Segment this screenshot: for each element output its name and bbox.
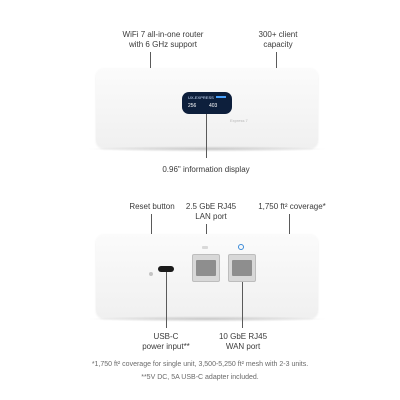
- usbc-leader: [166, 272, 167, 328]
- usbc-label: USB-C power input**: [142, 332, 190, 351]
- clients-leader: [276, 52, 277, 68]
- wan-port-label: 10 GbE RJ45 WAN port: [218, 332, 268, 351]
- wan-globe-icon: [238, 244, 244, 250]
- wan-port[interactable]: [228, 254, 256, 282]
- power-footnote: **5V DC, 5A USB-C adapter included.: [141, 374, 259, 381]
- display-label: 0.96" information display: [162, 165, 250, 174]
- display-right-value: 403: [209, 103, 218, 109]
- wifi7-label: WiFi 7 all-in-one router with 6 GHz supp…: [122, 30, 204, 49]
- display-accent-bar: [216, 96, 226, 98]
- reset-label: Reset button: [129, 202, 175, 211]
- router-back-view: [96, 234, 318, 318]
- usb-c-port[interactable]: [158, 266, 174, 272]
- wifi7-leader: [150, 52, 151, 68]
- lan-port-label: 2.5 GbE RJ45 LAN port: [185, 202, 237, 221]
- display-top-line: UX-EXPRESS: [188, 95, 214, 100]
- wan-leader: [242, 282, 243, 328]
- top-device-shadow: [86, 146, 328, 152]
- lan-port[interactable]: [192, 254, 220, 282]
- front-model-text: Express 7: [230, 118, 248, 123]
- coverage-footnote: *1,750 ft² coverage for single unit, 3,5…: [91, 361, 309, 368]
- info-display: UX-EXPRESS 256 403: [182, 92, 232, 114]
- coverage-leader: [289, 214, 290, 234]
- reset-button-hole[interactable]: [149, 272, 153, 276]
- lan-led-icon: [202, 246, 208, 249]
- display-left-value: 256: [188, 103, 197, 109]
- display-leader: [206, 114, 207, 158]
- client-capacity-label: 300+ client capacity: [258, 30, 298, 49]
- router-front-view: UX-EXPRESS 256 403 Express 7: [96, 68, 318, 148]
- wan-port-socket: [232, 260, 252, 276]
- coverage-label: 1,750 ft² coverage*: [258, 202, 326, 211]
- lan-port-socket: [196, 260, 216, 276]
- bottom-device-shadow: [86, 316, 328, 322]
